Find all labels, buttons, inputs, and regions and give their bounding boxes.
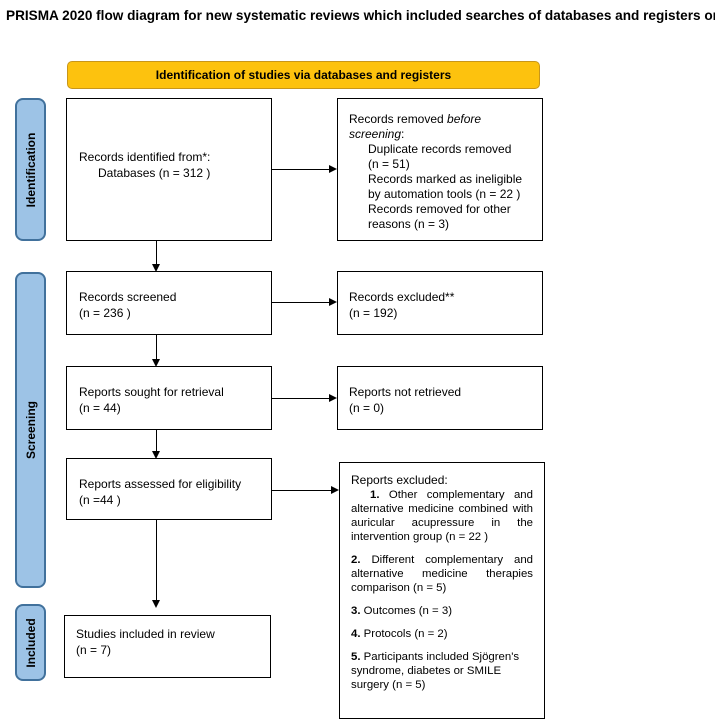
arrow-head-down bbox=[152, 264, 160, 272]
stage-screening: Screening bbox=[15, 272, 46, 588]
automation-removed-count: by automation tools (n = 22 ) bbox=[368, 187, 521, 201]
other-removed: Records removed for other bbox=[368, 202, 511, 216]
arrow-line bbox=[272, 398, 329, 399]
arrow-line bbox=[272, 302, 329, 303]
arrow-line bbox=[272, 490, 331, 491]
records-identified-box: Records identified from*: Databases (n =… bbox=[66, 98, 272, 241]
records-identified-databases: Databases (n = 312 ) bbox=[98, 166, 211, 180]
records-identified-label: Records identified from*: bbox=[79, 150, 211, 164]
identification-banner: Identification of studies via databases … bbox=[67, 61, 540, 89]
studies-included-label: Studies included in review bbox=[76, 627, 215, 641]
exclusion-reason-number: 2. bbox=[351, 554, 361, 566]
heading-part: Records removed bbox=[349, 112, 448, 126]
banner-label: Identification of studies via databases … bbox=[155, 68, 452, 82]
reports-excluded-box: Reports excluded: 1. Other complementary… bbox=[339, 462, 545, 719]
arrow-head-down bbox=[152, 359, 160, 367]
reports-sought-box: Reports sought for retrieval (n = 44) bbox=[66, 366, 272, 430]
stage-screening-label: Screening bbox=[23, 400, 38, 460]
records-excluded-label: Records excluded** bbox=[349, 290, 455, 304]
records-removed-box: Records removed before screening: Duplic… bbox=[337, 98, 543, 241]
exclusion-reason-3: 3. Outcomes (n = 3) bbox=[351, 604, 533, 618]
reports-sought-count: (n = 44) bbox=[79, 401, 121, 415]
exclusion-reason-number: 5. bbox=[351, 651, 361, 663]
exclusion-reason-text: Different complementary and alternative … bbox=[351, 554, 534, 594]
reports-not-retrieved-box: Reports not retrieved (n = 0) bbox=[337, 366, 543, 430]
reports-not-retrieved-count: (n = 0) bbox=[349, 401, 385, 415]
exclusion-reason-number: 4. bbox=[351, 628, 361, 640]
heading-italic: before bbox=[447, 112, 482, 126]
exclusion-reason-number: 3. bbox=[351, 605, 361, 617]
arrow-head-right bbox=[331, 486, 339, 494]
duplicates-removed-count: (n = 51) bbox=[368, 157, 410, 171]
exclusion-reason-5: 5. Participants included Sjögren's syndr… bbox=[351, 650, 533, 692]
arrow-head-right bbox=[329, 394, 337, 402]
records-screened-box: Records screened (n = 236 ) bbox=[66, 271, 272, 335]
stage-included-label: Included bbox=[23, 617, 38, 668]
arrow-line bbox=[156, 241, 157, 264]
heading-italic-2: screening bbox=[349, 127, 402, 141]
reports-sought-label: Reports sought for retrieval bbox=[79, 385, 224, 399]
stage-identification: Identification bbox=[15, 98, 46, 241]
arrow-line bbox=[272, 169, 329, 170]
reports-excluded-heading: Reports excluded: bbox=[351, 473, 448, 487]
studies-included-box: Studies included in review (n = 7) bbox=[64, 615, 271, 678]
records-screened-count: (n = 236 ) bbox=[79, 306, 131, 320]
studies-included-count: (n = 7) bbox=[76, 643, 112, 657]
exclusion-reason-text: Outcomes (n = 3) bbox=[363, 605, 452, 617]
arrow-head-down bbox=[152, 451, 160, 459]
arrow-head-down bbox=[152, 600, 160, 608]
heading-colon: : bbox=[401, 127, 405, 141]
arrow-line bbox=[156, 520, 157, 600]
records-removed-heading-2: screening: bbox=[349, 127, 404, 142]
exclusion-reason-text: Protocols (n = 2) bbox=[363, 628, 448, 640]
duplicates-removed: Duplicate records removed bbox=[368, 142, 512, 156]
exclusion-reason-1: 1. Other complementary and alternative m… bbox=[351, 488, 533, 544]
exclusion-reason-text: Participants included Sjögren's syndrome… bbox=[351, 651, 520, 691]
automation-removed: Records marked as ineligible bbox=[368, 172, 523, 186]
exclusion-reason-number: 1. bbox=[370, 489, 380, 501]
exclusion-reason-text: Other complementary and alternative medi… bbox=[351, 489, 533, 543]
records-screened-label: Records screened bbox=[79, 290, 177, 304]
reports-not-retrieved-label: Reports not retrieved bbox=[349, 385, 462, 399]
reports-assessed-count: (n =44 ) bbox=[79, 493, 121, 507]
stage-included: Included bbox=[15, 604, 46, 681]
records-excluded-count: (n = 192) bbox=[349, 306, 398, 320]
records-removed-heading: Records removed before bbox=[349, 112, 481, 127]
arrow-line bbox=[156, 335, 157, 359]
other-removed-count: reasons (n = 3) bbox=[368, 217, 450, 231]
arrow-head-right bbox=[329, 165, 337, 173]
diagram-title: PRISMA 2020 flow diagram for new systema… bbox=[6, 8, 715, 23]
reports-assessed-label: Reports assessed for eligibility bbox=[79, 477, 242, 491]
stage-identification-label: Identification bbox=[23, 132, 38, 207]
records-excluded-box: Records excluded** (n = 192) bbox=[337, 271, 543, 335]
arrow-head-right bbox=[329, 298, 337, 306]
reports-assessed-box: Reports assessed for eligibility (n =44 … bbox=[66, 458, 272, 520]
exclusion-reason-2: 2. Different complementary and alternati… bbox=[351, 553, 533, 595]
arrow-line bbox=[156, 430, 157, 451]
exclusion-reason-4: 4. Protocols (n = 2) bbox=[351, 627, 533, 641]
